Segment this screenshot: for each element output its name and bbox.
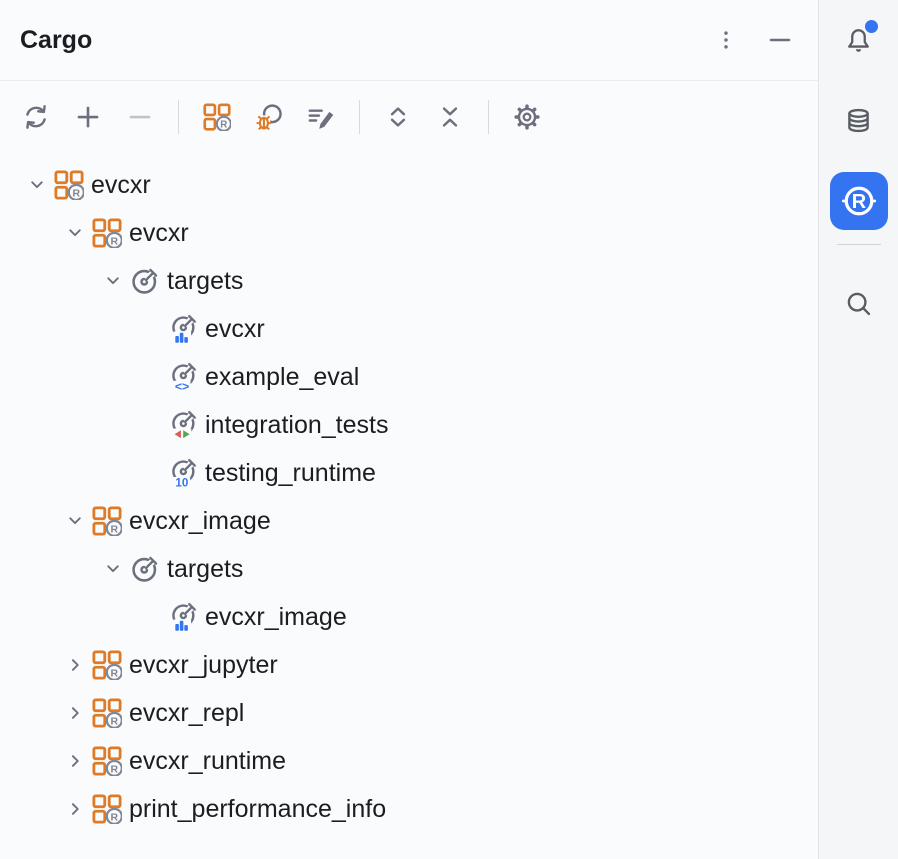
tree-row-label: targets	[167, 554, 244, 583]
tree-row[interactable]: evcxr	[0, 161, 818, 209]
tree-row-label: targets	[167, 266, 244, 295]
sidebar-separator	[836, 244, 881, 245]
refresh-icon	[22, 103, 50, 131]
tree-row-label: print_performance_info	[129, 794, 387, 823]
chevron-down-icon[interactable]	[96, 266, 130, 296]
target-bin-icon	[168, 602, 198, 632]
chevron-down-icon[interactable]	[20, 170, 54, 200]
tree-row[interactable]: evcxr	[0, 209, 818, 257]
tree-row-label: evcxr	[205, 314, 265, 343]
tree-row-label: evcxr	[91, 170, 151, 199]
chevron-right-icon[interactable]	[58, 746, 92, 776]
tree-row-label: evcxr_image	[205, 602, 347, 631]
toolbar-separator	[359, 100, 360, 134]
tree-row[interactable]: example_eval	[0, 353, 818, 401]
database-tool-window-button[interactable]	[837, 98, 881, 142]
tree-row-label: testing_runtime	[205, 458, 376, 487]
cargo-tool-window: Cargo evcxr	[0, 0, 818, 859]
toolbar-separator	[178, 100, 179, 134]
tree-row[interactable]: targets	[0, 545, 818, 593]
tree-row-label: evcxr_repl	[129, 698, 245, 727]
targets-icon	[130, 554, 160, 584]
cargo-package-icon	[92, 794, 122, 824]
chevron-down-icon[interactable]	[58, 506, 92, 536]
minimize-icon	[766, 26, 794, 54]
cargo-tree: evcxr evcxr targets evcxr example_eval i…	[0, 153, 818, 859]
tree-row-label: evcxr_jupyter	[129, 650, 278, 679]
tree-row-label: evcxr_image	[129, 506, 271, 535]
more-options-button[interactable]	[708, 22, 744, 58]
target-test-icon	[168, 410, 198, 440]
tree-row[interactable]: evcxr_runtime	[0, 737, 818, 785]
collapse-all-button[interactable]	[430, 97, 470, 137]
chevron-right-icon[interactable]	[58, 698, 92, 728]
tree-row[interactable]: evcxr	[0, 305, 818, 353]
notifications-button[interactable]	[837, 18, 881, 62]
tree-row-label: example_eval	[205, 362, 360, 391]
tree-row[interactable]: targets	[0, 257, 818, 305]
tool-window-title: Cargo	[20, 25, 93, 54]
notification-dot	[864, 20, 878, 33]
refresh-cargo-projects-button[interactable]	[16, 97, 56, 137]
edit-manifest-icon	[307, 103, 335, 131]
tree-row[interactable]: evcxr_jupyter	[0, 641, 818, 689]
run-clippy-button[interactable]	[249, 97, 289, 137]
tree-row-label: integration_tests	[205, 410, 389, 439]
tree-row[interactable]: evcxr_repl	[0, 689, 818, 737]
cargo-package-icon	[54, 170, 84, 200]
tool-window-header: Cargo	[0, 0, 818, 81]
settings-button[interactable]	[507, 97, 547, 137]
kebab-icon	[714, 28, 738, 52]
plus-icon	[74, 103, 102, 131]
search-button[interactable]	[837, 281, 881, 325]
cargo-package-icon	[92, 746, 122, 776]
tree-row[interactable]: evcxr_image	[0, 593, 818, 641]
bug-search-icon	[255, 103, 283, 131]
targets-icon	[130, 266, 160, 296]
search-icon	[845, 290, 872, 317]
attach-cargo-project-button[interactable]	[68, 97, 108, 137]
right-toolwindow-bar	[818, 0, 898, 859]
cargo-package-icon	[92, 698, 122, 728]
target-bin-icon	[168, 314, 198, 344]
minus-icon	[126, 103, 154, 131]
rust-logo-icon	[842, 184, 876, 218]
collapse-all-icon	[436, 103, 464, 131]
cargo-package-icon	[203, 103, 231, 131]
tree-row[interactable]: integration_tests	[0, 401, 818, 449]
cargo-package-icon	[92, 650, 122, 680]
tree-row-label: evcxr	[129, 218, 189, 247]
run-cargo-command-button[interactable]	[197, 97, 237, 137]
chevron-right-icon[interactable]	[58, 794, 92, 824]
cargo-package-icon	[92, 218, 122, 248]
expand-all-button[interactable]	[378, 97, 418, 137]
tree-row[interactable]: evcxr_image	[0, 497, 818, 545]
cargo-toolbar	[0, 81, 818, 153]
tree-row-label: evcxr_runtime	[129, 746, 286, 775]
gear-icon	[513, 103, 541, 131]
tree-row[interactable]: testing_runtime	[0, 449, 818, 497]
expand-all-icon	[384, 103, 412, 131]
target-example-icon	[168, 362, 198, 392]
tree-row[interactable]: print_performance_info	[0, 785, 818, 833]
cargo-package-icon	[92, 506, 122, 536]
chevron-right-icon[interactable]	[58, 650, 92, 680]
edit-cargo-toml-button[interactable]	[301, 97, 341, 137]
toolbar-separator	[488, 100, 489, 134]
target-bench-icon	[168, 458, 198, 488]
cargo-tool-window-button[interactable]	[829, 172, 888, 230]
hide-tool-window-button[interactable]	[762, 22, 798, 58]
database-icon	[845, 107, 872, 134]
chevron-down-icon[interactable]	[58, 218, 92, 248]
detach-cargo-project-button[interactable]	[120, 97, 160, 137]
chevron-down-icon[interactable]	[96, 554, 130, 584]
